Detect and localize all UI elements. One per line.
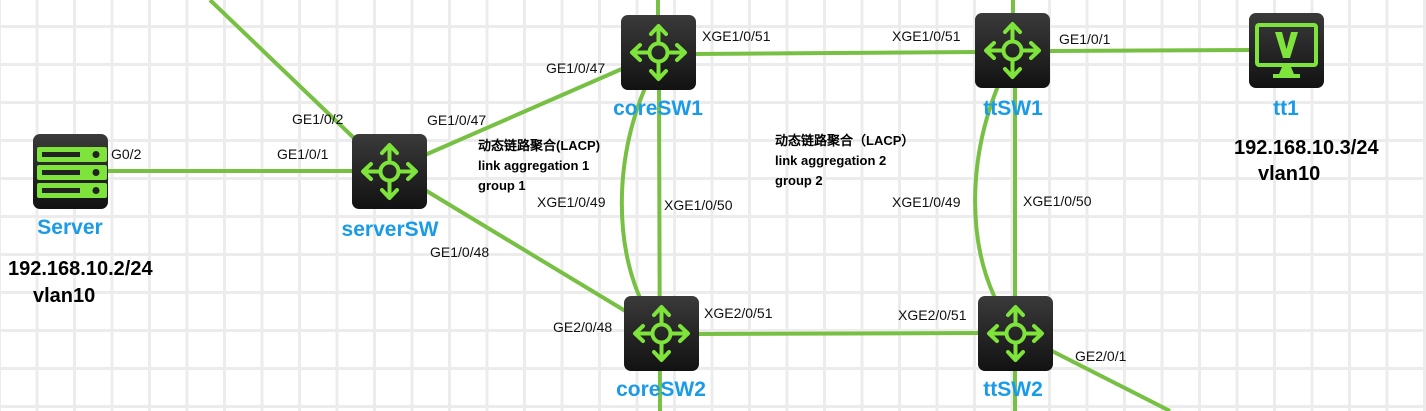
ttSW2-device[interactable] <box>978 296 1053 371</box>
link-coreSW2-ttSW2 <box>696 331 982 336</box>
device-name-ttSW1: ttSW1 <box>983 97 1043 120</box>
coreSW2-device[interactable] <box>624 296 699 371</box>
link-coreSW1-coreSW2-49 <box>619 87 647 299</box>
device-name-serverSW: serverSW <box>341 218 439 241</box>
device-name-coreSW2: coreSW2 <box>616 378 706 401</box>
port-label: XGE1/0/51 <box>702 28 771 44</box>
port-label: GE1/0/2 <box>292 111 344 127</box>
server-device[interactable] <box>33 134 108 209</box>
tt1-vlan: vlan10 <box>1258 163 1321 185</box>
switch-icon <box>633 305 690 362</box>
port-label: G0/2 <box>111 146 142 162</box>
lacp1-line: link aggregation 1 <box>478 158 590 173</box>
switch-icon <box>984 22 1041 79</box>
switch-icon <box>361 143 418 200</box>
port-label: GE2/0/1 <box>1075 348 1127 364</box>
port-label: XGE1/0/50 <box>1023 193 1092 209</box>
server-ip: 192.168.10.2/24 <box>8 258 153 280</box>
lacp1-note: 动态链路聚合(LACP) link aggregation 1 group 1 <box>478 136 600 196</box>
port-label: GE1/0/1 <box>1059 31 1111 47</box>
server-vlan: vlan10 <box>33 285 96 307</box>
server-icon <box>37 147 107 198</box>
device-name-tt1: tt1 <box>1273 97 1299 120</box>
lacp1-line: group 1 <box>478 178 526 193</box>
port-label: XGE1/0/49 <box>892 194 961 210</box>
tt1-device[interactable] <box>1249 13 1324 88</box>
lacp2-line: group 2 <box>775 173 823 188</box>
port-label: XGE1/0/49 <box>537 194 606 210</box>
port-label: XGE2/0/51 <box>704 305 773 321</box>
switch-icon <box>987 305 1044 362</box>
ttSW1-device[interactable] <box>975 13 1050 88</box>
monitor-icon <box>1255 23 1318 78</box>
device-name-server: Server <box>37 216 103 239</box>
switch-icon <box>630 24 687 81</box>
coreSW1-device[interactable] <box>621 15 696 90</box>
port-label: GE1/0/1 <box>277 146 329 162</box>
port-label: GE2/0/48 <box>553 319 613 335</box>
port-label: GE1/0/47 <box>427 112 487 128</box>
device-name-ttSW2: ttSW2 <box>983 378 1043 401</box>
link-serverSW-coreSW2 <box>423 188 629 314</box>
lacp1-line: 动态链路聚合(LACP) <box>478 138 601 153</box>
lacp2-line: 动态链路聚合（LACP） <box>775 133 915 148</box>
link-ttSW1-ttSW2-49 <box>973 85 1000 299</box>
lacp2-line: link aggregation 2 <box>775 153 887 168</box>
link-ttSW2-down <box>1049 348 1171 411</box>
link-upstream-serverSW <box>208 0 358 142</box>
port-label: GE1/0/47 <box>546 60 606 76</box>
lacp2-note: 动态链路聚合（LACP） link aggregation 2 group 2 <box>775 131 914 191</box>
port-label: XGE1/0/50 <box>664 197 733 213</box>
link-coreSW1-ttSW1 <box>693 50 979 56</box>
link-ttSW1-tt1 <box>1047 48 1253 53</box>
tt1-ip: 192.168.10.3/24 <box>1234 137 1379 159</box>
device-name-coreSW1: coreSW1 <box>613 97 703 120</box>
serverSW-device[interactable] <box>352 134 427 209</box>
port-label: GE1/0/48 <box>430 244 490 260</box>
link-serverSW-coreSW1 <box>424 66 625 157</box>
port-label: XGE1/0/51 <box>892 28 961 44</box>
port-label: XGE2/0/51 <box>898 307 967 323</box>
